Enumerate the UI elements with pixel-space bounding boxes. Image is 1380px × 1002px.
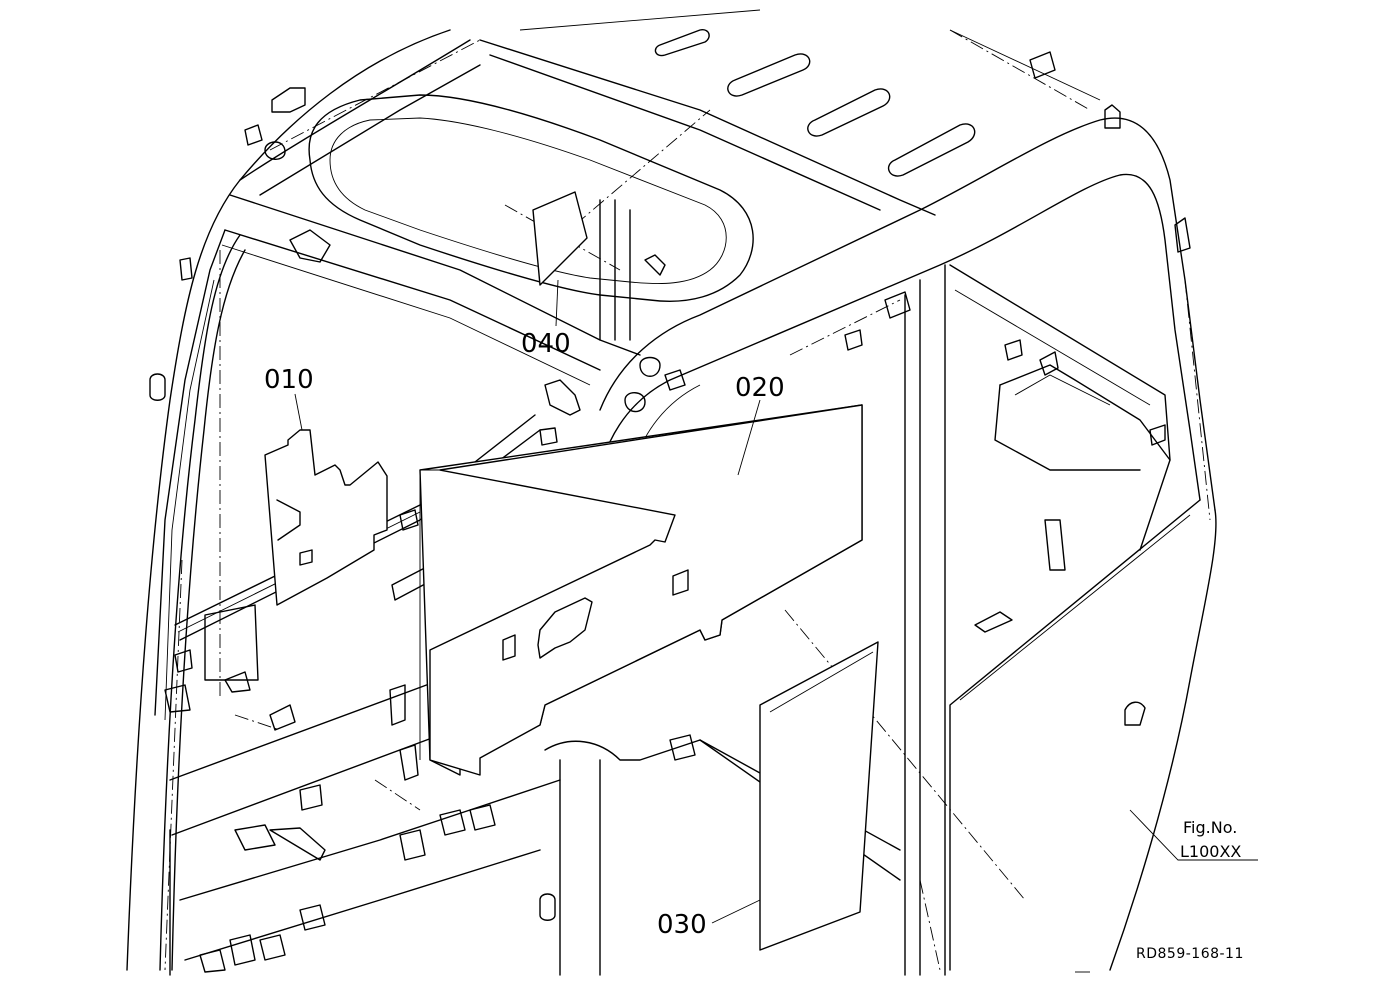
callout-040: 040 bbox=[521, 329, 571, 359]
leader-lines bbox=[294, 279, 1258, 973]
part-040-panel bbox=[532, 191, 588, 286]
part-010-plate bbox=[264, 429, 388, 606]
callout-010: 010 bbox=[264, 365, 314, 395]
cabin-frame bbox=[126, 9, 1217, 976]
callout-030: 030 bbox=[657, 910, 707, 940]
part-020-plate bbox=[419, 404, 863, 776]
fig-no-value: L100XX bbox=[1180, 842, 1241, 861]
drawing-reference: RD859-168-11 bbox=[1136, 946, 1244, 962]
part-030-panel bbox=[759, 641, 879, 951]
fig-no-label: Fig.No. bbox=[1183, 818, 1237, 837]
callout-020: 020 bbox=[735, 373, 785, 403]
